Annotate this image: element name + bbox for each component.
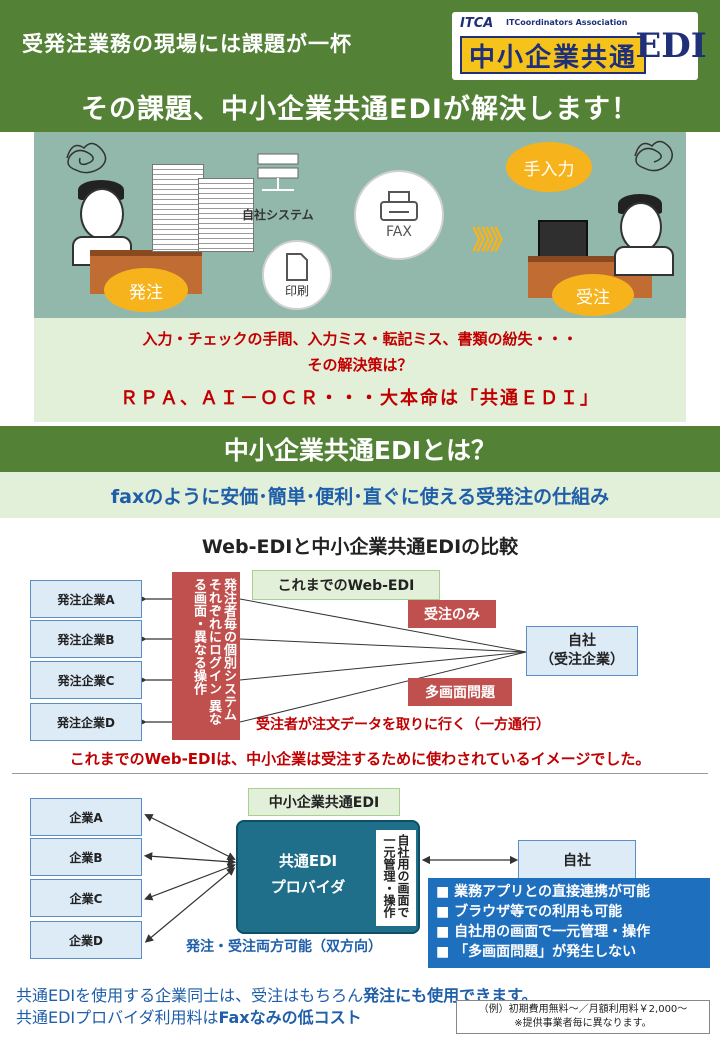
manual-input-speech-bubble: 手入力 xyxy=(506,142,592,192)
right-person-head xyxy=(620,202,662,252)
common-edi-label: 中小企業共通EDI xyxy=(248,788,400,816)
company-a-box: 企業A xyxy=(30,798,142,836)
logo-itca-text: ITCA xyxy=(460,16,494,31)
frustration-scribble-right-icon xyxy=(634,140,673,172)
self-box-line2: （受注企業） xyxy=(540,652,624,668)
problem-line-2: その解決策は？ xyxy=(307,356,413,374)
ordering-company-c-box: 発注企業C xyxy=(30,661,142,699)
header-headline: その課題、中小企業共通EDIが解決します！ xyxy=(81,93,639,125)
company-d-box: 企業D xyxy=(30,921,142,959)
problem-line-3: ＲＰＡ、ＡＩ－ＯＣＲ・・・大本命は「共通ＥＤＩ」 xyxy=(120,388,600,409)
self-box-line1: 自社 xyxy=(568,633,596,649)
fax-label: FAX xyxy=(386,224,412,240)
common-edi-connector-lines xyxy=(143,814,519,943)
cost-example-note: （例）初期費用無料～／月額利用料￥2,000～ ※提供事業者毎に異なります。 xyxy=(456,1000,710,1034)
ordering-company-b-box: 発注企業B xyxy=(30,620,142,658)
provider-name-line2: プロバイダ xyxy=(270,878,346,896)
bidirectional-note: 発注・受注両方可能（双方向） xyxy=(186,939,382,955)
self-system-label: 自社システム xyxy=(242,208,314,222)
self-receiving-company-box: 自社 （受注企業） xyxy=(526,626,638,676)
web-edi-label: これまでのWeb-EDI xyxy=(252,570,440,600)
provider-unified-screen-note: 自社用の画面で一元管理・操作 xyxy=(376,830,416,926)
section-subtitle: faxのように安価･簡単･便利･直ぐに使える受発注の仕組み xyxy=(0,472,720,518)
feature-item: 業務アプリとの直接連携が可能 xyxy=(436,882,702,902)
header-tagline: 受発注業務の現場には課題が一杯 xyxy=(22,32,352,56)
self-company-box: 自社 xyxy=(518,840,636,880)
print-circle: 印刷 xyxy=(262,240,332,310)
section-title: 中小企業共通EDIとは？ xyxy=(0,426,720,472)
print-label: 印刷 xyxy=(284,283,309,298)
computer-monitor xyxy=(538,220,588,260)
company-c-box: 企業C xyxy=(30,879,142,917)
bottom-line-2-emphasis: Faxなみの低コスト xyxy=(218,1008,362,1027)
individual-system-note: 発注者毎の個別システム それぞれにログイン 異なる画面・異なる操作 xyxy=(172,572,240,740)
fax-circle: FAX xyxy=(354,170,444,260)
ordering-company-d-box: 発注企業D xyxy=(30,703,142,741)
company-b-box: 企業B xyxy=(30,838,142,876)
cost-note-line1: （例）初期費用無料～／月額利用料￥2,000～ xyxy=(478,1004,688,1015)
web-edi-connector-lines xyxy=(138,594,527,727)
feature-item: ブラウザ等での利用も可能 xyxy=(436,902,702,922)
left-person-head xyxy=(80,188,124,240)
fax-machine-icon xyxy=(380,191,418,221)
feature-item: 自社用の画面で一元管理・操作 xyxy=(436,922,702,942)
cost-note-line2: ※提供事業者毎に異なります。 xyxy=(514,1018,652,1029)
paper-stack-1 xyxy=(152,164,204,252)
order-speech-bubble: 発注 xyxy=(104,268,188,312)
right-person-body xyxy=(614,246,674,276)
server-icon xyxy=(257,153,299,191)
paper-stack-2 xyxy=(198,178,254,252)
office-illustration: 発注 自社システム 印刷 FAX 》》》 手入力 受注 xyxy=(34,132,686,318)
receive-only-label: 受注のみ xyxy=(408,600,496,628)
provider-name: 共通EDI プロバイダ xyxy=(252,848,364,900)
section-divider xyxy=(12,773,708,774)
comparison-title: Web-EDIと中小企業共通EDIの比較 xyxy=(201,536,519,558)
problem-line-1: 入力・チェックの手間、入力ミス・転記ミス、書類の紛失・・・ xyxy=(142,330,578,348)
logo-main-text: 中小企業共通 xyxy=(460,36,646,74)
bottom-line-2-text: 共通EDIプロバイダ利用料は xyxy=(16,1008,219,1027)
ordering-company-a-box: 発注企業A xyxy=(30,580,142,618)
multi-screen-label: 多画面問題 xyxy=(408,678,512,706)
common-edi-provider-box: 共通EDI プロバイダ 自社用の画面で一元管理・操作 xyxy=(236,820,420,934)
web-edi-conclusion: これまでのWeb-EDIは、中小企業は受注するために使わされているイメージでした… xyxy=(69,750,651,768)
document-icon xyxy=(286,252,308,281)
feature-item: 「多画面問題」が発生しない xyxy=(436,942,702,962)
itca-edi-logo: ITCA ITCoordinators Association 中小企業共通 E… xyxy=(452,12,707,80)
feature-list: 業務アプリとの直接連携が可能 ブラウザ等での利用も可能 自社用の画面で一元管理・… xyxy=(428,878,710,968)
receiver-fetch-note: 受注者が注文データを取りに行く（一方通行） xyxy=(256,717,550,733)
bottom-line-1-text: 共通EDIを使用する企業同士は、受注はもちろん xyxy=(16,986,364,1005)
logo-edi-text: EDI xyxy=(635,26,707,66)
bottom-line-2: 共通EDIプロバイダ利用料はFaxなみの低コスト xyxy=(16,1004,362,1028)
receive-speech-bubble: 受注 xyxy=(552,274,634,316)
header-banner: 受発注業務の現場には課題が一杯 ITCA ITCoordinators Asso… xyxy=(0,0,720,132)
flow-arrows-icon: 》》》 xyxy=(472,226,516,256)
provider-name-line1: 共通EDI xyxy=(278,852,338,870)
logo-association-text: ITCoordinators Association xyxy=(506,18,628,27)
frustration-scribble-icon xyxy=(66,142,107,174)
problem-text-panel: 入力・チェックの手間、入力ミス・転記ミス、書類の紛失・・・ その解決策は？ ＲＰ… xyxy=(34,318,686,422)
